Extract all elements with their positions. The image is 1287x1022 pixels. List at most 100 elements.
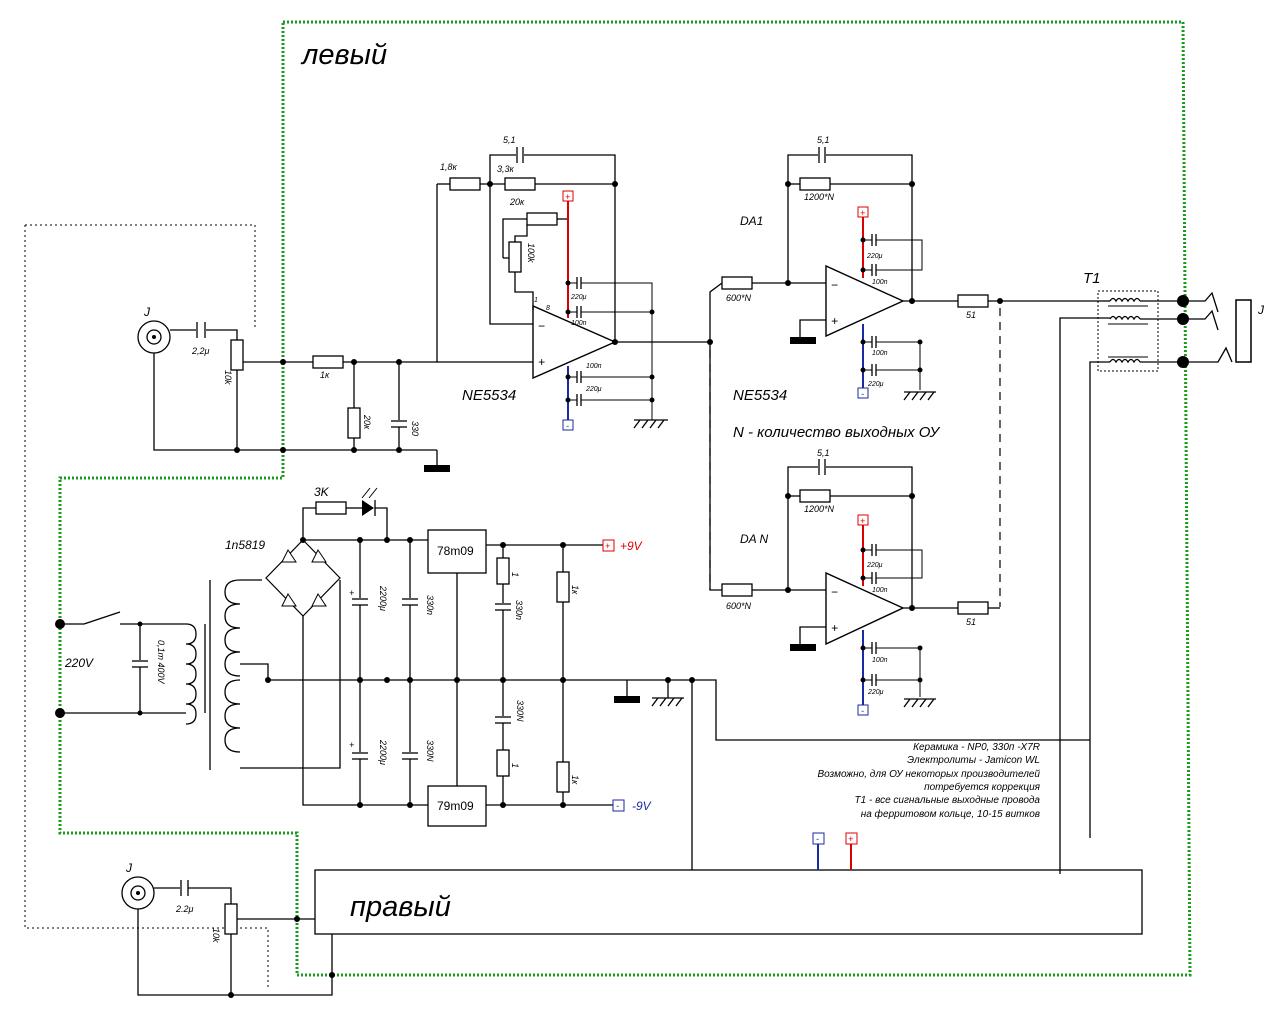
label-2-2u-right: 2.2μ xyxy=(175,904,194,914)
trimmer-100k[interactable] xyxy=(508,241,522,273)
svg-text:+: + xyxy=(860,208,865,218)
resistor-600n-da1 xyxy=(721,276,753,290)
label-330-input: 330 xyxy=(410,421,420,436)
right-channel-box xyxy=(314,869,1143,935)
label-1200n-da1: 1200*N xyxy=(804,192,835,202)
resistor-1k-top xyxy=(556,571,570,603)
ground-bar-da1 xyxy=(790,337,816,344)
filter-cap-330n-top xyxy=(402,540,418,680)
label-10k-right: 10k xyxy=(211,928,221,943)
label-1k-input: 1к xyxy=(320,370,330,380)
ground-symbol-supply xyxy=(651,697,684,707)
label-220u-da1-top: 220μ xyxy=(866,253,883,260)
label-51-da1: 51 xyxy=(966,310,976,320)
resistor-3k-led xyxy=(315,501,347,515)
note-line-2: Электролиты - Jamicon WL xyxy=(907,755,1040,766)
mains-cap xyxy=(132,624,148,713)
label-3k: 3K xyxy=(314,485,330,499)
opamp-output-label: NE5534 xyxy=(733,387,787,404)
dotted-wire-right-pot xyxy=(235,927,269,990)
resistor-1k-input xyxy=(312,355,344,369)
svg-text:−: − xyxy=(831,585,838,599)
svg-text:-: - xyxy=(566,421,569,431)
section-label-right: правый xyxy=(350,891,451,923)
pin1-label: 1 xyxy=(534,297,538,304)
label-330N-mid: 330N xyxy=(515,700,525,722)
jack-label-input-right: J xyxy=(125,861,133,875)
label-600n-da1: 600*N xyxy=(726,293,752,303)
label-5-1-input: 5,1 xyxy=(503,135,516,145)
label-78m09: 78m09 xyxy=(437,544,474,558)
filter-cap-2200u-top xyxy=(352,540,368,680)
label-2200u-top: 2200μ xyxy=(378,585,388,611)
label-1-top: 1 xyxy=(510,572,520,577)
opamp-label-dan: DA N xyxy=(740,532,769,546)
svg-text:+: + xyxy=(349,740,354,750)
note-line-4: потребуется коррекция xyxy=(924,781,1041,793)
label-mains-cap: 0,1m 400V xyxy=(156,640,166,685)
svg-text:−: − xyxy=(538,319,545,333)
note-line-6: на ферритовом кольце, 10-15 витков xyxy=(861,808,1040,820)
resistor-51-dan xyxy=(957,601,989,615)
svg-text:-: - xyxy=(816,834,819,844)
label-220u-in-bot: 220μ xyxy=(585,386,602,393)
svg-text:+: + xyxy=(848,834,853,844)
label-330N-bot: 330N xyxy=(425,740,435,762)
label-10k-left: 10k xyxy=(223,370,233,385)
label-100n-in-top: 100n xyxy=(571,320,587,327)
vpos-terminal-supply xyxy=(602,539,615,552)
label-330n-top: 330n xyxy=(425,595,435,615)
svg-text:-: - xyxy=(861,389,864,399)
transformer-t1 xyxy=(1097,290,1159,372)
bridge-rectifier xyxy=(265,539,341,617)
note-line-5: T1 - все сигнальные выходные провода xyxy=(855,795,1041,806)
label-220u-dan-top: 220μ xyxy=(866,562,883,569)
label-100n-da1-top: 100n xyxy=(872,279,888,286)
label-100n-da1-bot: 100n xyxy=(872,350,888,357)
opamp-da1 xyxy=(825,264,905,338)
label-220u-dan-bot: 220μ xyxy=(867,689,884,696)
label-1-8k: 1,8к xyxy=(440,162,458,172)
ground-bar-left xyxy=(424,465,450,472)
transformer-mains xyxy=(185,579,241,770)
volume-pot-left[interactable] xyxy=(230,339,244,371)
input-jack-left xyxy=(137,320,171,354)
label-2-2u-left: 2,2μ xyxy=(191,346,210,356)
resistor-20k-fb xyxy=(526,212,558,226)
section-label-left: левый xyxy=(300,39,387,71)
label-220u-in-top: 220μ xyxy=(570,294,587,301)
note-n-opamps: N - количество выходных ОУ xyxy=(733,424,940,441)
opamp-input-label: NE5534 xyxy=(462,387,516,404)
label-220u-da1-bot: 220μ xyxy=(867,381,884,388)
vneg-terminal-dan xyxy=(857,704,869,716)
svg-text:+: + xyxy=(565,192,570,202)
resistor-1-bot xyxy=(496,749,510,777)
svg-text:+: + xyxy=(831,314,838,328)
label-1-bot: 1 xyxy=(510,763,520,768)
svg-text:+: + xyxy=(349,588,354,598)
label-100n-in-bot: 100n xyxy=(586,363,602,370)
bridge-label: 1n5819 xyxy=(225,538,265,552)
mains-switch[interactable] xyxy=(64,611,186,625)
input-coupling-cap-left xyxy=(196,322,206,338)
ground-symbol-dan xyxy=(903,698,936,708)
dotted-wire-top xyxy=(25,224,256,330)
label-20k-input: 20к xyxy=(362,414,372,430)
output-jack[interactable] xyxy=(1189,291,1252,363)
label-3-3k: 3,3к xyxy=(497,164,515,174)
pin8-label: 8 xyxy=(546,305,550,312)
vneg-terminal-supply xyxy=(612,799,625,812)
resistor-20k-input xyxy=(347,407,361,439)
resistor-51-da1 xyxy=(957,294,989,308)
filter-cap-330N-bot xyxy=(402,680,418,805)
led-indicator xyxy=(361,487,378,516)
transformer-label-t1: T1 xyxy=(1083,270,1101,287)
volume-pot-right[interactable] xyxy=(224,903,238,935)
label-5-1-da1: 5,1 xyxy=(817,135,830,145)
label-5-1-dan: 5,1 xyxy=(817,448,830,458)
label-1200n-dan: 1200*N xyxy=(804,504,835,514)
jack-label-input-left: J xyxy=(143,305,151,319)
svg-text:+: + xyxy=(860,516,865,526)
opamp-dan xyxy=(825,571,905,646)
